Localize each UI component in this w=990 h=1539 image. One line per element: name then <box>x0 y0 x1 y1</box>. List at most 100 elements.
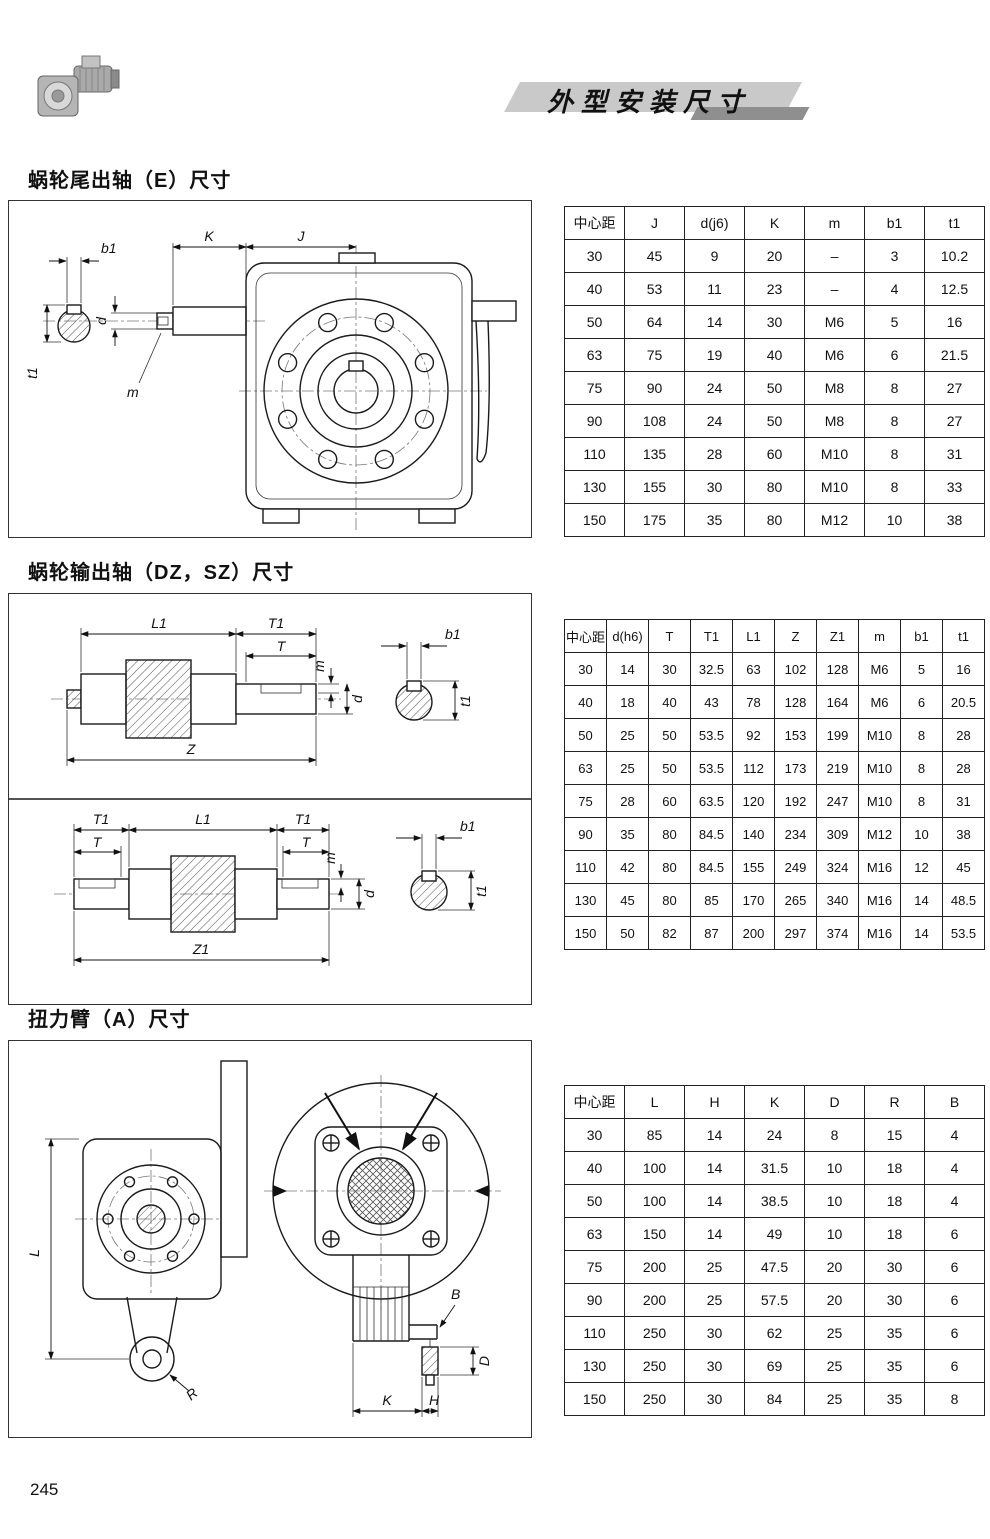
table-cell: 62 <box>744 1316 805 1350</box>
table-cell: 35 <box>684 503 745 537</box>
table-cell: 102 <box>774 652 817 686</box>
table-cell: 45 <box>624 239 685 273</box>
table-cell: 150 <box>564 503 625 537</box>
column-header: R <box>864 1085 925 1119</box>
table-cell: 30 <box>684 1349 745 1383</box>
table-cell: 50 <box>744 404 805 438</box>
table-cell: 85 <box>690 883 733 917</box>
table-cell: 14 <box>684 1151 745 1185</box>
dim-label-l1: L1 <box>151 615 167 631</box>
table-cell: 110 <box>564 1316 625 1350</box>
table-cell: 25 <box>606 751 649 785</box>
table-cell: M8 <box>804 404 865 438</box>
table-cell: M6 <box>804 338 865 372</box>
table-cell: 11 <box>684 272 745 306</box>
table-cell: 90 <box>564 1283 625 1317</box>
table-cell: 40 <box>648 685 691 719</box>
table-cell: 4 <box>924 1118 985 1152</box>
table-cell: 40 <box>564 272 625 306</box>
table-cell: 155 <box>624 470 685 504</box>
dim-label-m: m <box>322 852 338 864</box>
dim-label-h: H <box>429 1392 440 1408</box>
column-header: H <box>684 1085 745 1119</box>
dim-label-t1-left: T1 <box>93 811 109 827</box>
table-cell: 200 <box>624 1250 685 1284</box>
table-cell: 374 <box>816 916 859 950</box>
dz-shaft-view <box>51 659 341 739</box>
column-header: b1 <box>864 206 925 240</box>
column-header: m <box>804 206 865 240</box>
column-header: T1 <box>690 619 733 653</box>
side-bracket <box>471 300 517 463</box>
table-cell: 10 <box>804 1184 865 1218</box>
table-cell: 84.5 <box>690 817 733 851</box>
table-cell: 19 <box>684 338 745 372</box>
table-cell: 192 <box>774 784 817 818</box>
column-header: t1 <box>924 206 985 240</box>
torque-arm-side-view <box>75 1060 248 1382</box>
table-cell: 234 <box>774 817 817 851</box>
dim-label-z1: Z1 <box>192 941 209 957</box>
table-cell: 25 <box>684 1283 745 1317</box>
table-cell: 30 <box>648 652 691 686</box>
table-cell: 6 <box>924 1217 985 1251</box>
column-header: b1 <box>900 619 943 653</box>
table-cell: 53 <box>624 272 685 306</box>
table-cell: 8 <box>924 1382 985 1416</box>
column-header: D <box>804 1085 865 1119</box>
product-photo <box>37 55 120 117</box>
table-cell: 18 <box>864 1184 925 1218</box>
table-cell: – <box>804 239 865 273</box>
table-cell: 135 <box>624 437 685 471</box>
table-cell: 110 <box>564 437 625 471</box>
dim-label-t1: T1 <box>268 615 284 631</box>
table-cell: 49 <box>744 1217 805 1251</box>
table-cell: 130 <box>564 1349 625 1383</box>
table-cell: 32.5 <box>690 652 733 686</box>
table-cell: 8 <box>900 751 943 785</box>
dim-label-t: T <box>277 638 287 654</box>
table-cell: 80 <box>744 503 805 537</box>
table-cell: 75 <box>564 1250 625 1284</box>
dim-label-d: D <box>476 1356 492 1366</box>
table-cell: 153 <box>774 718 817 752</box>
table-cell: 6 <box>924 1349 985 1383</box>
table-cell: 249 <box>774 850 817 884</box>
table-cell: 43 <box>690 685 733 719</box>
table-cell: 85 <box>624 1118 685 1152</box>
table-cell: 30 <box>684 1382 745 1416</box>
table-cell: 30 <box>564 1118 625 1152</box>
table-cell: 4 <box>864 272 925 306</box>
table-cell: 130 <box>564 470 625 504</box>
table-cell: 10.2 <box>924 239 985 273</box>
dim-label-k: K <box>204 228 214 244</box>
table-cell: 40 <box>744 338 805 372</box>
table-cell: 15 <box>864 1118 925 1152</box>
dim-label-d: d <box>93 316 109 325</box>
table-cell: 50 <box>744 371 805 405</box>
table-cell: 16 <box>924 305 985 339</box>
table-cell: 120 <box>732 784 775 818</box>
table-cell: 265 <box>774 883 817 917</box>
table-cell: 75 <box>564 784 607 818</box>
table-cell: M8 <box>804 371 865 405</box>
table-cell: 18 <box>606 685 649 719</box>
table-cell: 25 <box>804 1349 865 1383</box>
table-cell: 6 <box>864 338 925 372</box>
column-header: Z <box>774 619 817 653</box>
table-cell: 100 <box>624 1151 685 1185</box>
column-header: d(h6) <box>606 619 649 653</box>
table-cell: 12.5 <box>924 272 985 306</box>
table-cell: 84 <box>744 1382 805 1416</box>
table-cell: 24 <box>684 404 745 438</box>
section-title-dzsz: 蜗轮输出轴（DZ，SZ）尺寸 <box>28 562 295 584</box>
header-banner: 外型安装尺寸 <box>498 82 810 126</box>
dim-label-d: d <box>349 694 365 703</box>
